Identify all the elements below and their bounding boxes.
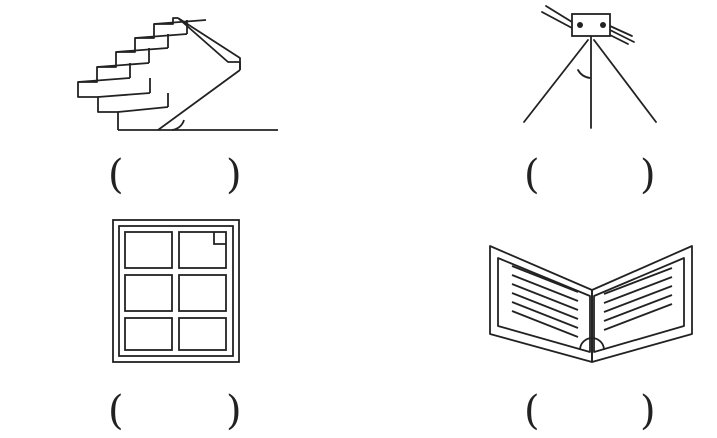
tripod-blank-open: ( bbox=[524, 152, 540, 198]
window-blank-close: ) bbox=[226, 388, 242, 434]
staircase-blank-close: ) bbox=[226, 152, 242, 198]
book-blank-close: ) bbox=[640, 388, 656, 434]
tripod-blank-close: ) bbox=[640, 152, 656, 198]
book-figure bbox=[489, 245, 693, 363]
tripod-lens-right-icon bbox=[600, 22, 606, 28]
book-blank-open: ( bbox=[524, 388, 540, 434]
tripod-lens-left-icon bbox=[577, 22, 583, 28]
staircase-figure bbox=[77, 17, 278, 131]
staircase-blank-open: ( bbox=[108, 152, 124, 198]
window-figure bbox=[112, 219, 240, 363]
window-blank-open: ( bbox=[108, 388, 124, 434]
tripod-figure bbox=[523, 5, 657, 129]
